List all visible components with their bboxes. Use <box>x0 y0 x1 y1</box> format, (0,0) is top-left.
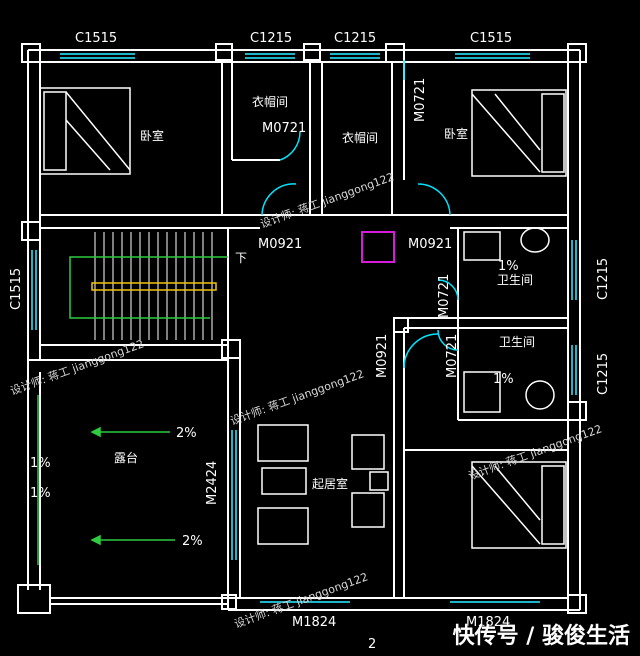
door-label-bottom-partial: 2 <box>368 637 376 652</box>
room-bath-upper: 卫生间 <box>497 273 533 287</box>
door-label-bath-lower: M0721 <box>445 334 460 378</box>
window-label-top-mid-left: C1215 <box>250 31 292 46</box>
bed-bottom-right <box>471 461 567 549</box>
door-label-closet-left: M0721 <box>262 121 306 136</box>
door-label-bottom-left: M1824 <box>292 615 336 630</box>
bed-left <box>39 87 131 175</box>
window-label-left-stair: C1515 <box>9 268 24 310</box>
windows-marks <box>31 53 577 603</box>
door-swings <box>261 60 459 369</box>
watermark-3: 设计师: 蒋工 jianggong122 <box>229 367 366 427</box>
window-label-top-right: C1515 <box>470 31 512 46</box>
living-furniture <box>257 424 389 545</box>
stair-arrow <box>69 256 228 319</box>
watermark-4: 设计师: 蒋工 jianggong122 <box>467 422 604 482</box>
room-living: 起居室 <box>312 476 348 491</box>
source-overlay: 快传号 / 骏俊生活 <box>452 624 630 649</box>
bath-fixtures <box>463 227 555 413</box>
bed-right <box>471 89 567 177</box>
slope-bath-lower: 1% <box>493 372 514 387</box>
door-label-bottom-right: M1824 <box>466 615 510 630</box>
terrace-arrows <box>37 395 175 565</box>
window-label-right-top: C1215 <box>596 258 611 300</box>
door-label-bath-upper: M0721 <box>437 274 452 318</box>
walls <box>27 49 581 611</box>
window-label-top-left: C1515 <box>75 31 117 46</box>
slope-terrace-top: 2% <box>176 426 197 441</box>
slope-terrace-left-1: 1% <box>30 456 51 471</box>
slope-terrace-left-2: 1% <box>30 486 51 501</box>
door-label-corridor: M0921 <box>375 334 390 378</box>
watermark-2: 设计师: 蒋工 jianggong122 <box>9 337 146 397</box>
room-bath-lower: 卫生间 <box>499 335 535 349</box>
room-closet-right: 衣帽间 <box>342 130 378 145</box>
slope-terrace-bottom: 2% <box>182 534 203 549</box>
slope-bath-upper: 1% <box>498 259 519 274</box>
door-label-hall-right: M0921 <box>408 237 452 252</box>
room-bedroom-left: 卧室 <box>140 128 164 143</box>
window-label-top-mid-right: C1215 <box>334 31 376 46</box>
window-label-right-bottom: C1215 <box>596 353 611 395</box>
door-label-top-right: M0721 <box>413 78 428 122</box>
door-label-hall-left: M0921 <box>258 237 302 252</box>
watermark-1: 设计师: 蒋工 jianggong122 <box>259 170 396 230</box>
room-bedroom-right: 卧室 <box>444 126 468 141</box>
shaft-box <box>361 231 395 263</box>
stairs <box>91 232 217 340</box>
door-label-living-side: M2424 <box>205 461 220 505</box>
stair-down-label: 下 <box>235 251 247 265</box>
columns <box>17 43 587 614</box>
room-terrace: 露台 <box>114 450 138 465</box>
room-closet-left: 衣帽间 <box>252 94 288 109</box>
